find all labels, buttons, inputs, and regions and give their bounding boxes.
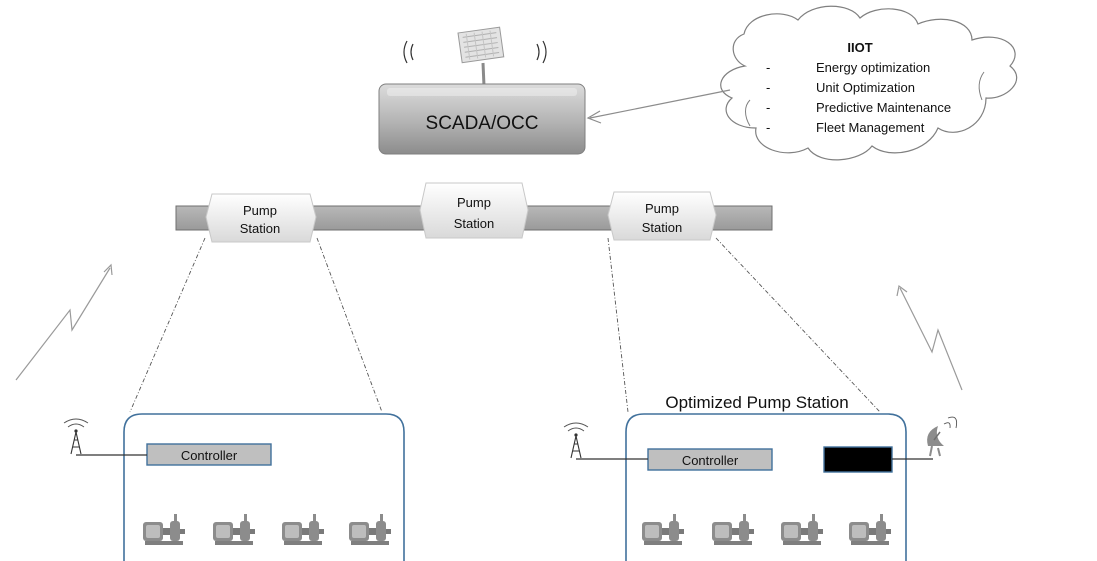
iot-gateway-device[interactable]: [823, 446, 893, 473]
iiot-bullet: -: [766, 60, 770, 75]
station-label: Pump: [457, 195, 491, 210]
station-label: Station: [454, 216, 494, 231]
iiot-panel: IIOT - Energy optimization - Unit Optimi…: [766, 40, 951, 135]
scada-box[interactable]: SCADA/OCC: [378, 83, 586, 155]
antenna-tower-icon: [63, 418, 89, 455]
optimized-station-title: Optimized Pump Station: [665, 393, 848, 412]
controller-label: Controller: [181, 448, 238, 463]
iiot-item: Unit Optimization: [816, 80, 915, 95]
iiot-item: Fleet Management: [816, 120, 925, 135]
controller-label: Controller: [682, 453, 739, 468]
scada-label: SCADA/OCC: [426, 113, 539, 134]
lightning-signal-icon: [15, 263, 113, 381]
iiot-item: Predictive Maintenance: [816, 100, 951, 115]
cloud-icon: [720, 5, 1018, 161]
left-controller[interactable]: Controller: [146, 443, 272, 466]
iiot-bullet: -: [766, 100, 770, 115]
right-controller[interactable]: Controller: [647, 448, 773, 471]
pump-station-1[interactable]: Pump Station: [205, 193, 317, 243]
satellite-dish-icon: [927, 416, 958, 457]
zoom-lines: [129, 237, 881, 413]
pump-station-3[interactable]: Pump Station: [607, 191, 717, 241]
scada-antenna-icon: [457, 26, 505, 87]
pump-station-2[interactable]: Pump Station: [419, 182, 529, 239]
iiot-item: Energy optimization: [816, 60, 930, 75]
iiot-bullet: -: [766, 120, 770, 135]
station-label: Pump: [243, 203, 277, 218]
cloud-to-scada-arrow: [586, 89, 731, 124]
station-label: Station: [240, 221, 280, 236]
station-label: Pump: [645, 201, 679, 216]
iiot-title: IIOT: [847, 40, 872, 55]
lightning-signal-icon: [896, 284, 963, 391]
station-label: Station: [642, 220, 682, 235]
wireless-waves-icon: [403, 40, 547, 64]
antenna-tower-icon: [563, 422, 589, 459]
iiot-bullet: -: [766, 80, 770, 95]
